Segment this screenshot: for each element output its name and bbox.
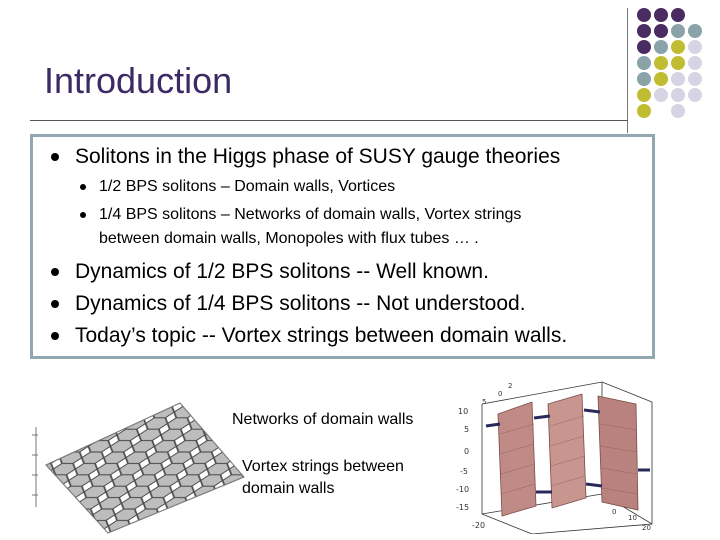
decorative-dot xyxy=(637,40,651,54)
domain-wall-sheets xyxy=(497,393,639,517)
vertical-divider xyxy=(627,8,628,133)
vortex-strings-figure: 10 5 0 -5 -10 -15 -20 2 0 5 0 10 20 xyxy=(456,381,653,534)
decorative-dot xyxy=(654,8,668,22)
top-axis-labels: 2 0 5 xyxy=(482,382,512,406)
decorative-dot xyxy=(654,72,668,86)
vortex-strings xyxy=(485,408,650,494)
sub-bullet-text: 1/4 BPS solitons – Networks of domain wa… xyxy=(99,206,522,223)
svg-text:2: 2 xyxy=(508,382,512,390)
decorative-dot xyxy=(671,56,685,70)
svg-text:0: 0 xyxy=(498,390,502,398)
decorative-dot xyxy=(637,72,651,86)
bullet-text: Today’s topic -- Vortex strings between … xyxy=(75,324,568,347)
decorative-dot xyxy=(654,24,668,38)
svg-text:0: 0 xyxy=(464,447,469,456)
svg-text:10: 10 xyxy=(628,514,637,522)
caption-vortex-line-1: Vortex strings between xyxy=(242,458,404,475)
z-axis-labels: 10 5 0 -5 -10 -15 -20 xyxy=(456,407,485,530)
decorative-dot xyxy=(688,72,702,86)
decorative-dot xyxy=(637,24,651,38)
decorative-dot xyxy=(654,88,668,102)
decorative-dot xyxy=(637,56,651,70)
sub-bullet-text: 1/2 BPS solitons – Domain walls, Vortice… xyxy=(99,178,396,195)
decorative-dot xyxy=(671,72,685,86)
bullet-item: Dynamics of 1/2 BPS solitons -- Well kno… xyxy=(51,260,489,284)
decorative-dot xyxy=(637,8,651,22)
honeycomb-surface xyxy=(45,402,245,534)
caption-vortex-line-2: domain walls xyxy=(242,480,335,497)
decorative-dot xyxy=(637,88,651,102)
bullet-item: Today’s topic -- Vortex strings between … xyxy=(51,324,568,348)
bullet-item: Solitons in the Higgs phase of SUSY gaug… xyxy=(51,145,561,169)
title-divider xyxy=(30,120,628,121)
decorative-dot xyxy=(654,56,668,70)
bullet-dot-icon xyxy=(51,153,59,161)
bullet-item: Dynamics of 1/4 BPS solitons -- Not unde… xyxy=(51,292,526,316)
svg-text:-5: -5 xyxy=(460,467,468,476)
decorative-dot xyxy=(671,104,685,118)
svg-text:0: 0 xyxy=(612,508,616,516)
sub-bullet-item: 1/2 BPS solitons – Domain walls, Vortice… xyxy=(80,175,396,199)
bullet-dot-icon xyxy=(51,300,59,308)
decorative-dot xyxy=(637,104,651,118)
bullet-text: Solitons in the Higgs phase of SUSY gaug… xyxy=(75,145,561,168)
svg-text:10: 10 xyxy=(458,407,468,416)
decorative-dot xyxy=(688,40,702,54)
decorative-dot xyxy=(671,8,685,22)
sub-bullet-dot-icon xyxy=(80,184,86,190)
decorative-dot xyxy=(671,40,685,54)
bullet-dot-icon xyxy=(51,332,59,340)
slide-title: Introduction xyxy=(44,60,233,101)
sub-bullet-dot-icon xyxy=(80,212,86,218)
decorative-dot xyxy=(688,24,702,38)
svg-text:-20: -20 xyxy=(472,521,485,530)
svg-text:5: 5 xyxy=(482,398,486,406)
bullet-text: Dynamics of 1/2 BPS solitons -- Well kno… xyxy=(75,260,489,283)
svg-text:-10: -10 xyxy=(456,485,469,494)
bullet-text: Dynamics of 1/4 BPS solitons -- Not unde… xyxy=(75,292,526,315)
sub-bullet-item: 1/4 BPS solitons – Networks of domain wa… xyxy=(80,203,522,251)
decorative-dot xyxy=(654,40,668,54)
svg-text:5: 5 xyxy=(464,425,469,434)
decorative-dot xyxy=(688,56,702,70)
content-box: Solitons in the Higgs phase of SUSY gaug… xyxy=(30,134,655,359)
svg-text:20: 20 xyxy=(642,524,651,532)
decorative-dot xyxy=(688,88,702,102)
decorative-dot-grid xyxy=(637,8,720,120)
svg-text:-15: -15 xyxy=(456,503,469,512)
decorative-dot xyxy=(671,24,685,38)
sub-bullet-text-continued: between domain walls, Monopoles with flu… xyxy=(99,230,479,247)
caption-networks: Networks of domain walls xyxy=(232,411,414,428)
domain-wall-network-figure xyxy=(32,402,245,534)
bottom-axis-labels: 0 10 20 xyxy=(612,508,651,532)
decorative-dot xyxy=(671,88,685,102)
bullet-dot-icon xyxy=(51,268,59,276)
